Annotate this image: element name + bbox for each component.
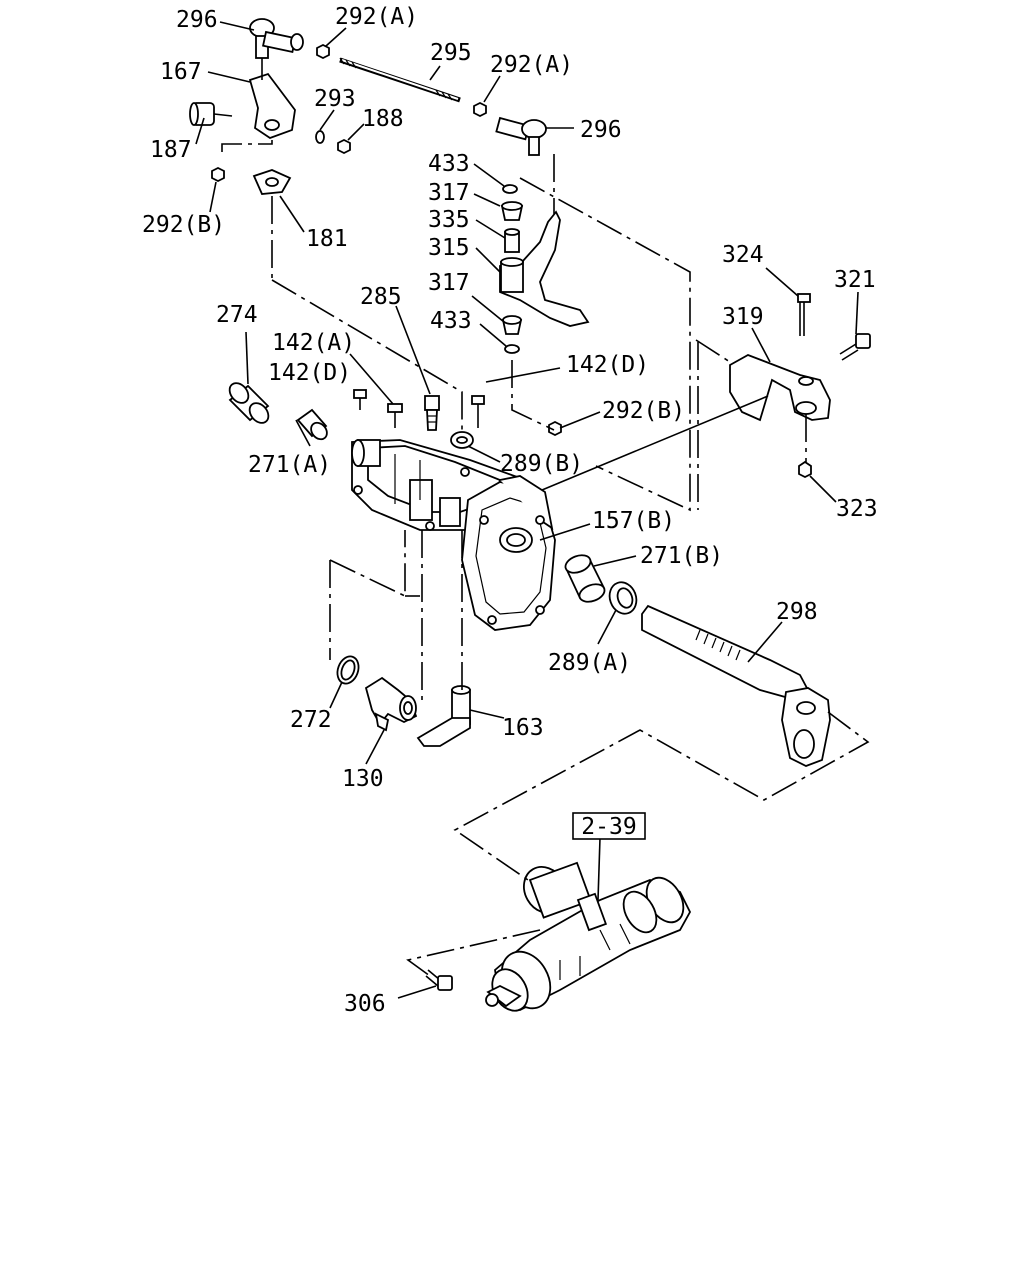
callout-433-top: 433 <box>428 151 470 177</box>
callout-335: 335 <box>428 207 470 233</box>
part-317-bushing-bottom <box>501 315 523 335</box>
part-321-bolt <box>839 333 871 361</box>
part-163-lever <box>416 685 471 747</box>
callout-142d-left: 142(D) <box>268 360 351 386</box>
callout-292b-right: 292(B) <box>602 398 685 424</box>
callout-433-bottom: 433 <box>430 308 472 334</box>
reference-box-label: 2-39 <box>581 814 636 840</box>
callout-289b: 289(B) <box>500 451 583 477</box>
part-289a-seal <box>608 581 638 615</box>
callout-274: 274 <box>216 302 258 328</box>
part-142a-bolt <box>387 403 403 428</box>
callout-292b-left: 292(B) <box>142 212 225 238</box>
reference-box-frame <box>572 812 646 840</box>
part-187-pin <box>189 102 233 126</box>
part-188-nut <box>337 138 351 155</box>
part-323-nut <box>798 460 812 479</box>
part-167-lever <box>248 58 296 140</box>
callout-272: 272 <box>290 707 332 733</box>
callout-181: 181 <box>306 226 348 252</box>
part-272-ring <box>336 655 360 685</box>
callout-285: 285 <box>360 284 402 310</box>
part-296-ball-joint-left <box>249 18 304 59</box>
part-271b-bushing <box>564 554 606 603</box>
callout-271a: 271(A) <box>248 452 331 478</box>
part-274-bushing <box>228 382 270 424</box>
part-293-washer <box>315 130 325 144</box>
part-289b-seal <box>450 431 474 449</box>
part-130-shift-block <box>364 676 418 732</box>
callout-321: 321 <box>834 267 876 293</box>
part-335-spacer <box>504 228 520 253</box>
callout-292a-right: 292(A) <box>490 52 573 78</box>
callout-130: 130 <box>342 766 384 792</box>
part-295-rod <box>339 57 461 103</box>
callout-142d-right: 142(D) <box>566 352 649 378</box>
part-292b-nut-right <box>548 420 562 437</box>
part-cylinder-assembly <box>485 861 692 1012</box>
part-298-shaft <box>641 604 831 767</box>
part-285-switch <box>424 395 440 431</box>
callout-296-right: 296 <box>580 117 622 143</box>
leader-lines <box>195 21 859 999</box>
part-324-bolt <box>797 293 811 336</box>
part-306-bolt <box>425 969 453 991</box>
callout-163: 163 <box>502 715 544 741</box>
part-433-oring-bottom <box>504 344 520 354</box>
part-292b-nut-left <box>211 166 225 183</box>
phantom-lines <box>221 140 870 977</box>
part-142d-bolt-left <box>353 389 367 410</box>
part-292a-nut-right <box>473 101 487 118</box>
part-317-bushing-top <box>500 201 524 221</box>
callout-317-bottom: 317 <box>428 270 470 296</box>
callout-187: 187 <box>150 137 192 163</box>
callout-157b: 157(B) <box>592 508 675 534</box>
callout-293: 293 <box>314 86 356 112</box>
callout-289a: 289(A) <box>548 650 631 676</box>
callout-295: 295 <box>430 40 472 66</box>
part-271a-bushing <box>296 408 328 441</box>
callout-296-top: 296 <box>176 7 218 33</box>
callout-142a: 142(A) <box>272 330 355 356</box>
part-296-ball-joint-right <box>495 116 547 156</box>
part-315-shift-arm <box>499 210 590 327</box>
part-181-plate <box>252 169 292 195</box>
part-157b-cover <box>461 475 556 631</box>
callout-317-top: 317 <box>428 180 470 206</box>
part-319-bracket <box>729 354 831 422</box>
callout-167: 167 <box>160 59 202 85</box>
callout-323: 323 <box>836 496 878 522</box>
callout-292a-top: 292(A) <box>335 4 418 30</box>
part-433-oring-top <box>502 184 518 194</box>
callout-306: 306 <box>344 991 386 1017</box>
callout-324: 324 <box>722 242 764 268</box>
callout-271b: 271(B) <box>640 543 723 569</box>
part-292a-nut-top <box>316 43 330 60</box>
callout-319: 319 <box>722 304 764 330</box>
callout-298: 298 <box>776 599 818 625</box>
callout-315: 315 <box>428 235 470 261</box>
part-142d-bolt-right <box>471 395 485 428</box>
callout-188: 188 <box>362 106 404 132</box>
